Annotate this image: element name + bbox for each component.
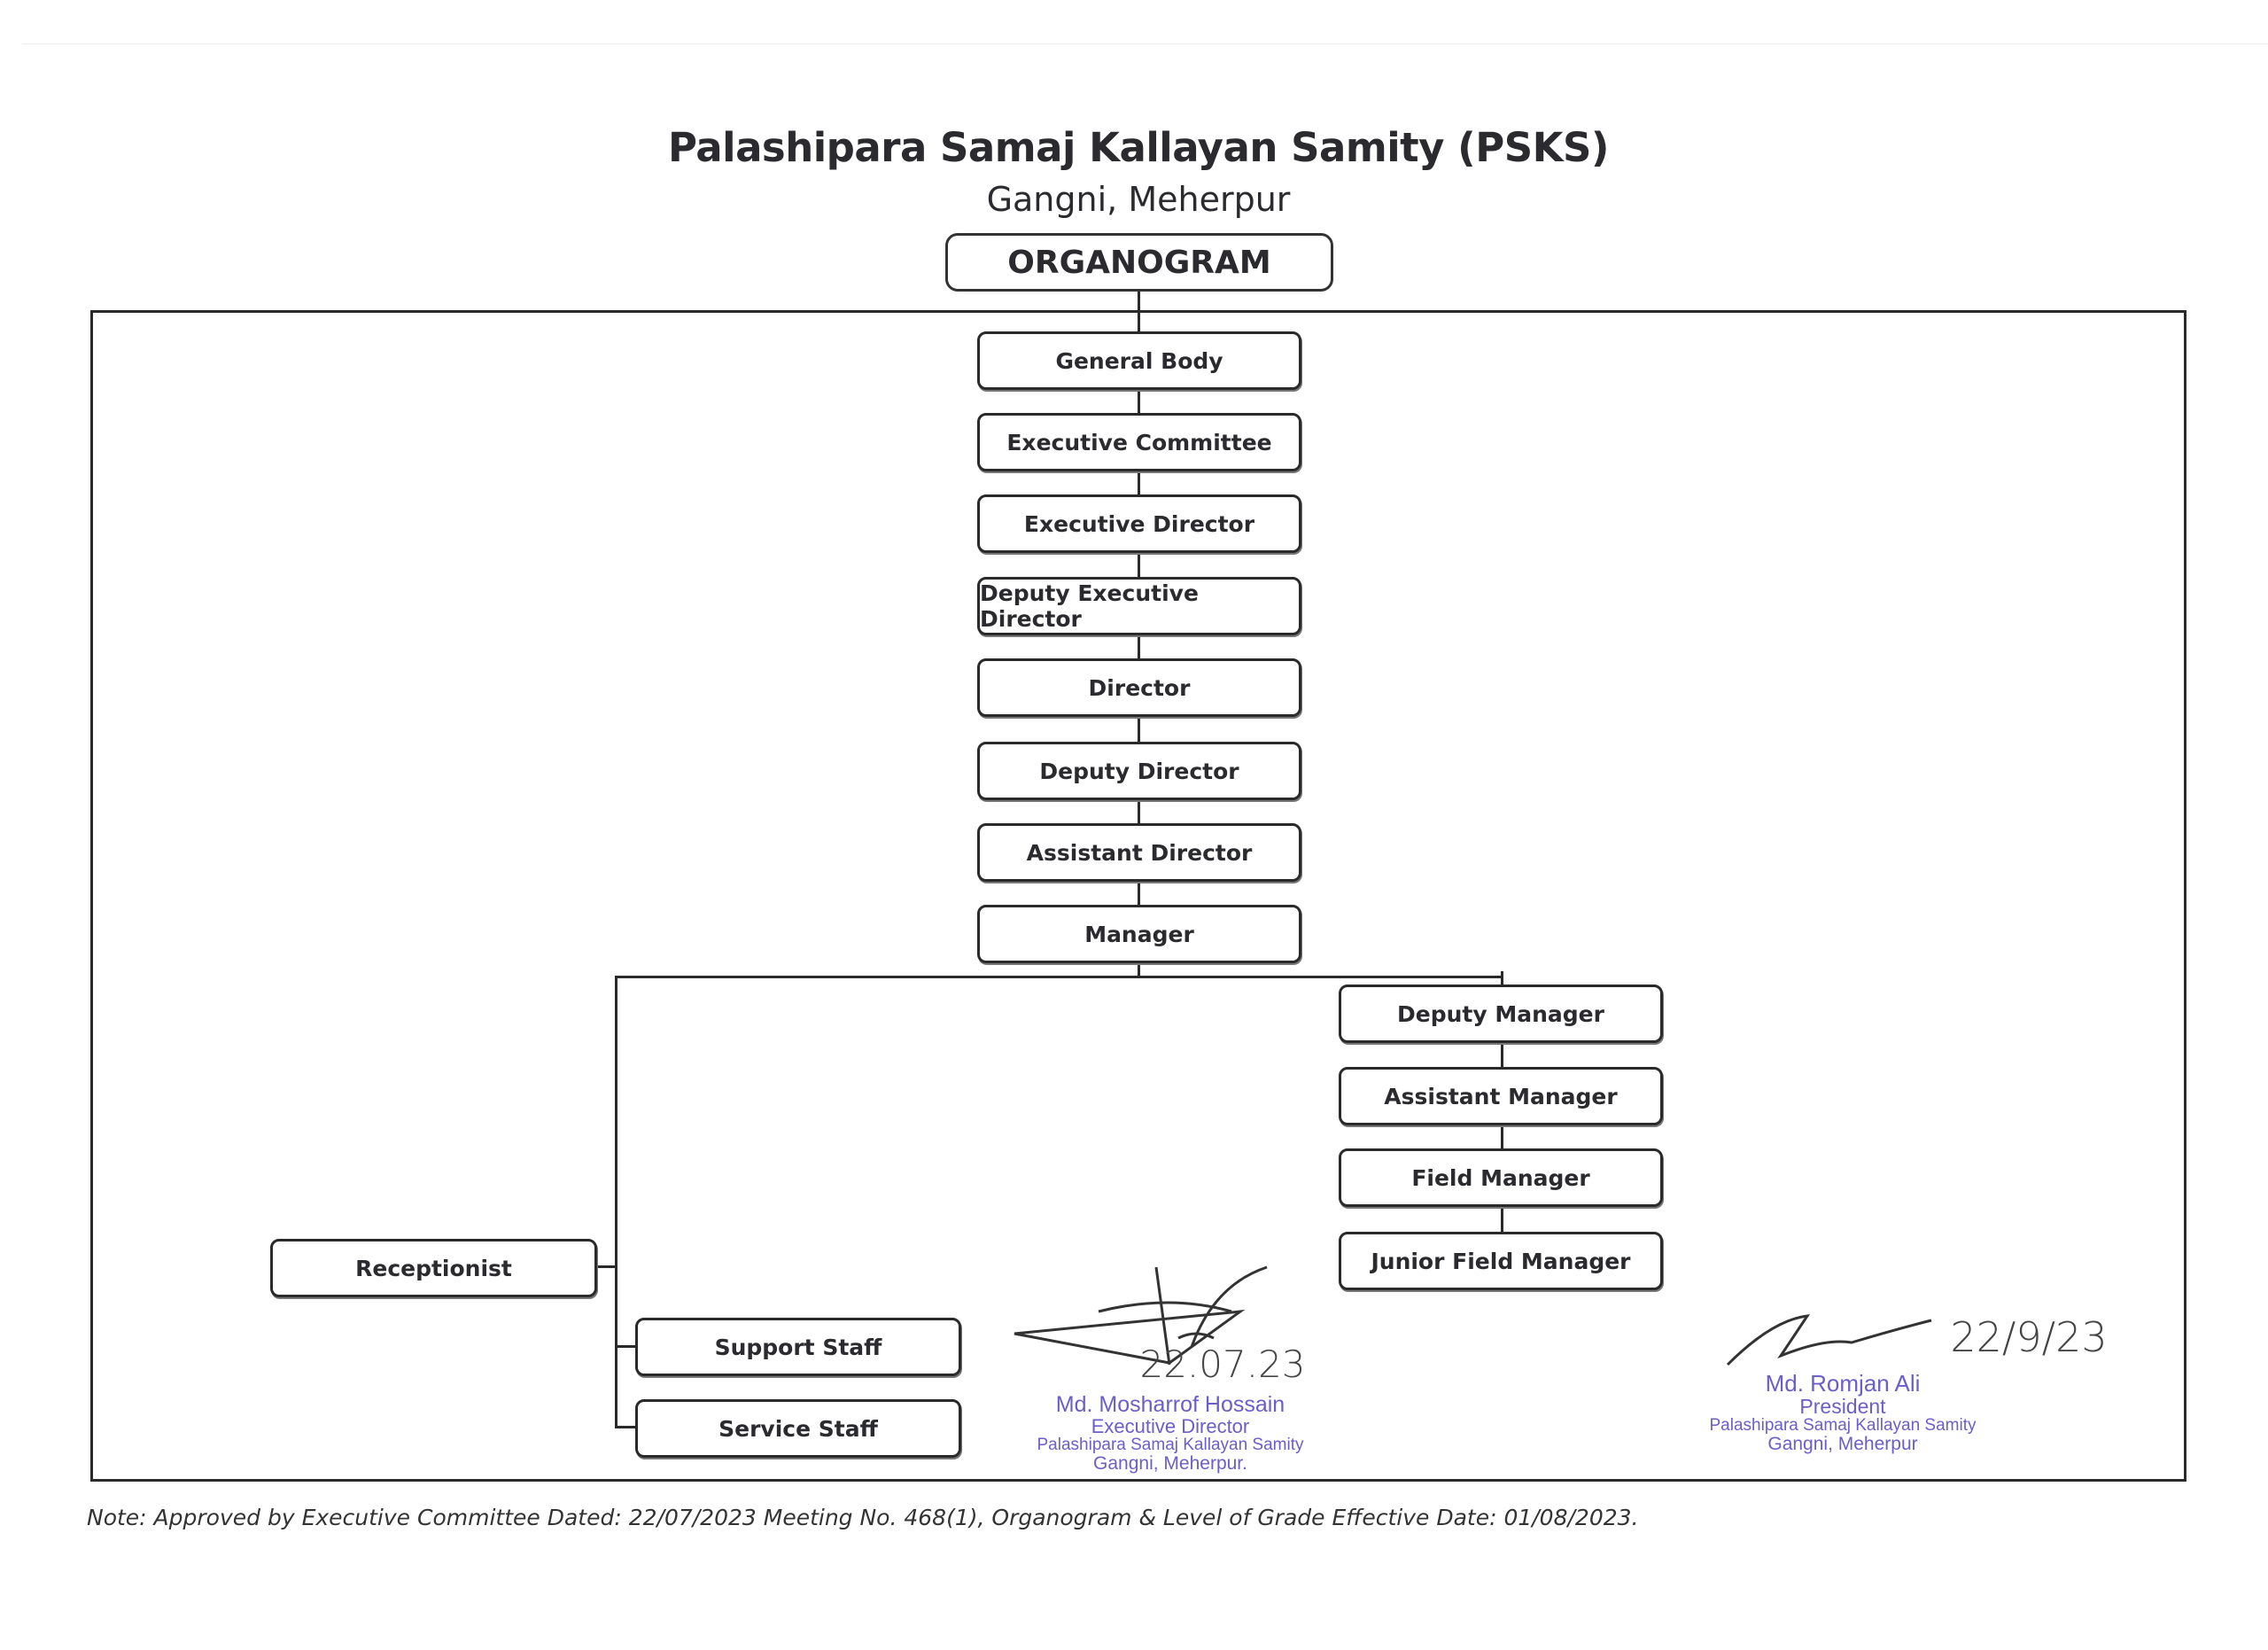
node-director: Director (977, 658, 1301, 717)
connector (615, 976, 1503, 978)
connector (615, 1426, 636, 1428)
connector (597, 1265, 617, 1268)
node-executive-committee: Executive Committee (977, 413, 1301, 471)
handwritten-date: 22/9/23 (1950, 1313, 2108, 1361)
node-junior-field-manager: Junior Field Manager (1339, 1232, 1663, 1290)
node-deputy-executive-director: Deputy Executive Director (977, 577, 1301, 635)
stamp-executive-director: Md. Mosharrof Hossain Executive Director… (1011, 1393, 1330, 1474)
signer-name: Md. Romjan Ali (1765, 1370, 1921, 1397)
chart-frame (90, 310, 2186, 1482)
organogram-badge: ORGANOGRAM (945, 233, 1333, 292)
node-general-body: General Body (977, 331, 1301, 390)
signer-name: Md. Mosharrof Hossain (1055, 1392, 1285, 1417)
node-deputy-manager: Deputy Manager (1339, 985, 1663, 1043)
node-receptionist: Receptionist (270, 1239, 597, 1297)
node-assistant-director: Assistant Director (977, 823, 1301, 882)
signature-executive-director (1014, 1265, 1268, 1366)
connector (1138, 313, 1140, 977)
node-support-staff: Support Staff (635, 1318, 961, 1376)
node-executive-director: Executive Director (977, 494, 1301, 553)
signer-role: President (1799, 1395, 1886, 1419)
connector (1138, 292, 1140, 313)
node-assistant-manager: Assistant Manager (1339, 1067, 1663, 1125)
connector (615, 976, 617, 1428)
node-manager: Manager (977, 905, 1301, 963)
signer-place: Gangni, Meherpur. (1093, 1453, 1247, 1475)
node-service-staff: Service Staff (635, 1399, 961, 1458)
approval-note: Note: Approved by Executive Committee Da… (87, 1505, 1639, 1530)
connector (615, 1345, 636, 1348)
page-edge (22, 43, 2268, 44)
node-field-manager: Field Manager (1339, 1148, 1663, 1207)
node-deputy-director: Deputy Director (977, 742, 1301, 800)
signer-place: Gangni, Meherpur (1767, 1434, 1918, 1455)
page-title: Palashipara Samaj Kallayan Samity (PSKS) (668, 124, 1609, 171)
signer-org: Palashipara Samaj Kallayan Samity (1709, 1416, 1977, 1436)
signer-role: Executive Director (1091, 1415, 1250, 1438)
handwritten-date: 22.07.23 (1139, 1343, 1306, 1386)
signature-president (1726, 1314, 1932, 1366)
signer-org: Palashipara Samaj Kallayan Samity (1037, 1436, 1304, 1455)
page-subtitle: Gangni, Meherpur (986, 180, 1291, 219)
stamp-president: Md. Romjan Ali President Palashipara Sam… (1683, 1370, 2002, 1455)
